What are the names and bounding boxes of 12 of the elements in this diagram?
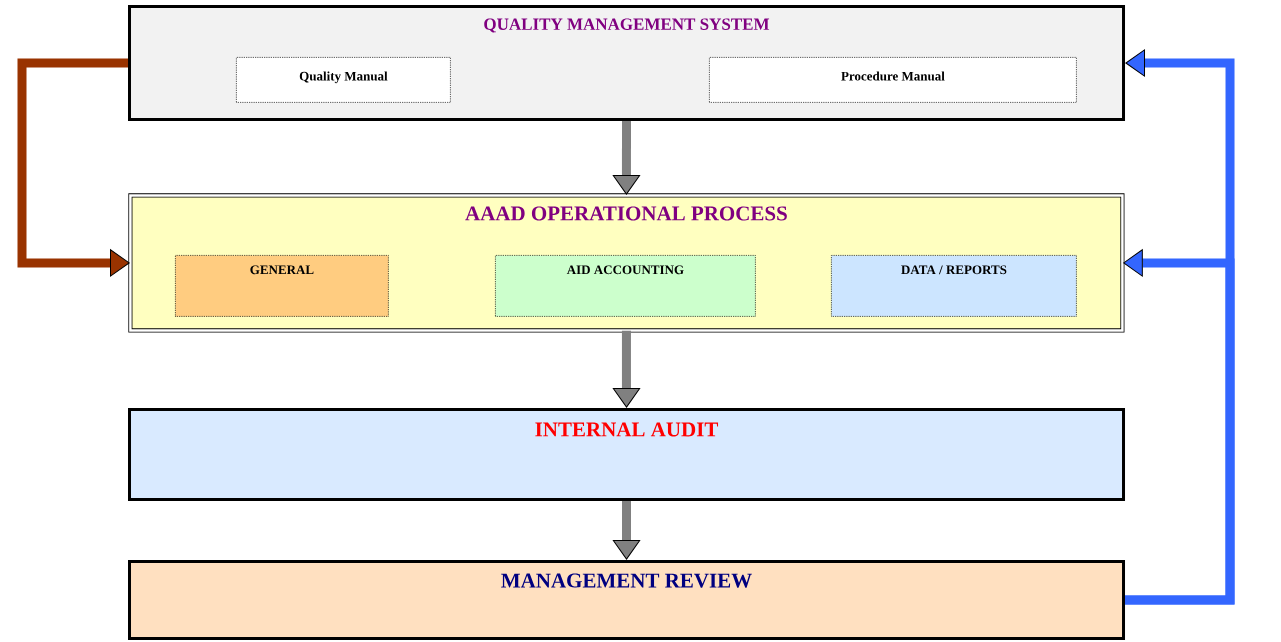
arrow bbox=[17, 58, 130, 277]
process-step-box: DATA / REPORTS bbox=[831, 255, 1077, 317]
audit-box: INTERNAL AUDIT bbox=[128, 408, 1125, 501]
document-box: Quality Manual bbox=[236, 57, 451, 103]
process-step-box: GENERAL bbox=[175, 255, 389, 317]
arrow bbox=[612, 501, 641, 560]
arrow bbox=[1123, 249, 1235, 605]
process-step-box: AID ACCOUNTING bbox=[495, 255, 756, 317]
document-box: Procedure Manual bbox=[709, 57, 1077, 103]
arrow bbox=[612, 330, 641, 408]
arrow bbox=[612, 121, 641, 195]
review-box: MANAGEMENT REVIEW bbox=[128, 560, 1125, 640]
